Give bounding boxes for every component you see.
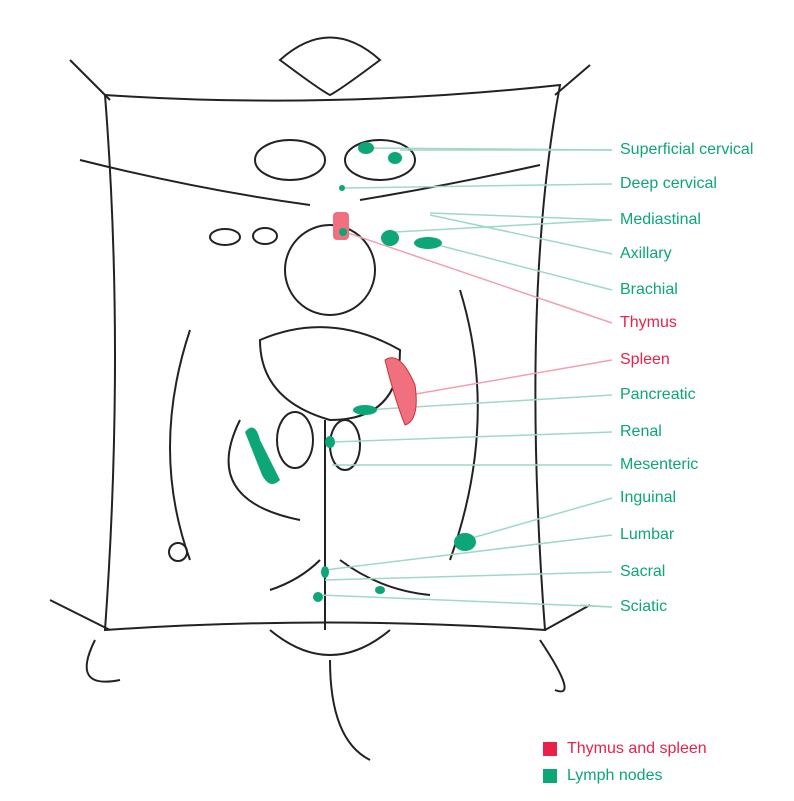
thymus-mark [333, 212, 349, 240]
organs [245, 142, 476, 602]
label-brachial: Brachial [620, 281, 678, 298]
legend-label: Thymus and spleen [567, 740, 707, 757]
red-swatch [543, 742, 557, 756]
label-superficial-cervical: Superficial cervical [620, 141, 754, 158]
label-deep-cervical: Deep cervical [620, 175, 717, 192]
leader-line [429, 212, 613, 221]
label-spleen: Spleen [620, 351, 670, 368]
leader-line [394, 219, 613, 233]
leader-line [579, 604, 613, 608]
label-renal: Renal [620, 423, 662, 440]
label-mediastinal: Mediastinal [620, 211, 701, 228]
lymph-node-marks [245, 142, 476, 602]
label-inguinal: Inguinal [620, 489, 677, 506]
label-thymus: Thymus [620, 314, 677, 331]
label-sacral: Sacral [620, 563, 666, 580]
leader-line [344, 183, 613, 189]
label-sciatic: Sciatic [620, 598, 668, 615]
leader-line [331, 431, 613, 443]
leader-line [324, 534, 613, 571]
leader-line [324, 571, 613, 581]
body-outline [49, 36, 591, 761]
leader-line [365, 147, 613, 151]
leader-line [429, 242, 613, 291]
label-lumbar: Lumbar [620, 526, 675, 543]
leader-line [319, 594, 613, 608]
legend-thymus-spleen: Thymus and spleen [543, 740, 707, 758]
label-pancreatic: Pancreatic [620, 386, 696, 403]
label-axillary: Axillary [620, 245, 672, 262]
legend-label: Lymph nodes [567, 767, 663, 784]
spleen-mark [384, 357, 417, 426]
legend-lymph-nodes: Lymph nodes [543, 767, 662, 785]
leader-line [344, 231, 613, 324]
leader-line [464, 497, 613, 541]
label-mesenteric: Mesenteric [620, 456, 699, 473]
green-swatch [543, 769, 557, 783]
leader-lines [319, 147, 613, 608]
leader-line [429, 214, 613, 255]
leader-line [409, 359, 613, 396]
